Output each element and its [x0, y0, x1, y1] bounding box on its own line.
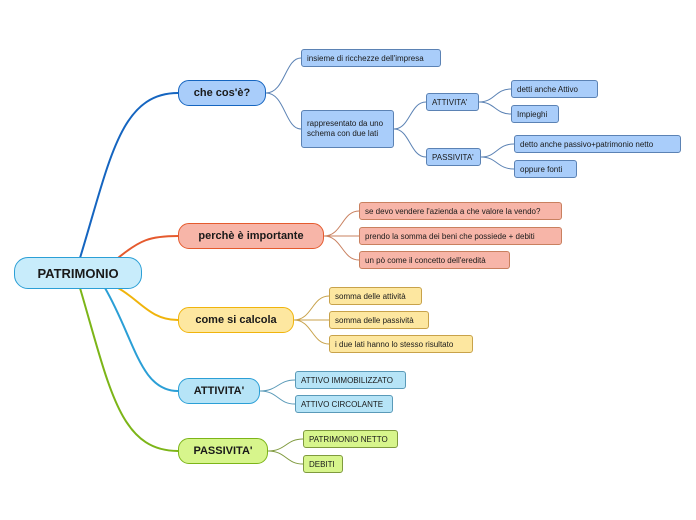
leaf-impieghi[interactable]: Impieghi: [511, 105, 559, 123]
leaf-stesso-risultato[interactable]: i due lati hanno lo stesso risultato: [329, 335, 473, 353]
leaf-label: DEBITI: [309, 459, 335, 469]
leaf-concetto-eredita[interactable]: un pò come il concetto dell'eredità: [359, 251, 510, 269]
leaf-label: insieme di ricchezze dell'impresa: [307, 53, 424, 63]
leaf-label: ATTIVITA': [432, 97, 468, 107]
leaf-patrimonio-netto[interactable]: PATRIMONIO NETTO: [303, 430, 398, 448]
branch-label: come si calcola: [195, 314, 277, 326]
leaf-attivo-circolante[interactable]: ATTIVO CIRCOLANTE: [295, 395, 393, 413]
leaf-label: somma delle passività: [335, 315, 414, 325]
leaf-somma-beni[interactable]: prendo la somma dei beni che possiede + …: [359, 227, 562, 245]
leaf-label: PATRIMONIO NETTO: [309, 434, 388, 444]
branch-attivita[interactable]: ATTIVITA': [178, 378, 260, 404]
leaf-label: un pò come il concetto dell'eredità: [365, 255, 486, 265]
leaf-debiti[interactable]: DEBITI: [303, 455, 343, 473]
leaf-somma-passivita[interactable]: somma delle passività: [329, 311, 429, 329]
leaf-insieme-ricchezze[interactable]: insieme di ricchezze dell'impresa: [301, 49, 441, 67]
leaf-label: detto anche passivo+patrimonio netto: [520, 139, 654, 149]
leaf-somma-attivita[interactable]: somma delle attività: [329, 287, 422, 305]
leaf-rappresentato-schema[interactable]: rappresentato da uno schema con due lati: [301, 110, 394, 148]
leaf-label: detti anche Attivo: [517, 84, 578, 94]
leaf-label: PASSIVITA': [432, 152, 474, 162]
leaf-label: ATTIVO CIRCOLANTE: [301, 399, 384, 409]
branch-label: ATTIVITA': [193, 385, 245, 397]
leaf-label: rappresentato da uno schema con due lati: [307, 119, 384, 138]
leaf-label: somma delle attività: [335, 291, 406, 301]
leaf-detto-anche-passivo[interactable]: detto anche passivo+patrimonio netto: [514, 135, 681, 153]
leaf-label: Impieghi: [517, 109, 548, 119]
leaf-label: oppure fonti: [520, 164, 563, 174]
branch-che-cose[interactable]: che cos'è?: [178, 80, 266, 106]
leaf-passivita[interactable]: PASSIVITA': [426, 148, 481, 166]
branch-perche-importante[interactable]: perchè è importante: [178, 223, 324, 249]
branch-passivita[interactable]: PASSIVITA': [178, 438, 268, 464]
leaf-vendere-azienda[interactable]: se devo vendere l'azienda a che valore l…: [359, 202, 562, 220]
leaf-detti-anche-attivo[interactable]: detti anche Attivo: [511, 80, 598, 98]
leaf-label: se devo vendere l'azienda a che valore l…: [365, 206, 541, 216]
branch-come-si-calcola[interactable]: come si calcola: [178, 307, 294, 333]
leaf-oppure-fonti[interactable]: oppure fonti: [514, 160, 577, 178]
branch-label: perchè è importante: [198, 230, 304, 242]
branch-label: che cos'è?: [193, 87, 251, 99]
leaf-label: i due lati hanno lo stesso risultato: [335, 339, 454, 349]
leaf-label: prendo la somma dei beni che possiede + …: [365, 231, 535, 241]
leaf-attivo-immobilizzato[interactable]: ATTIVO IMMOBILIZZATO: [295, 371, 406, 389]
leaf-label: ATTIVO IMMOBILIZZATO: [301, 375, 394, 385]
branch-label: PASSIVITA': [193, 445, 253, 457]
leaf-attivita[interactable]: ATTIVITA': [426, 93, 479, 111]
root-label: PATRIMONIO: [37, 265, 119, 281]
root-node[interactable]: PATRIMONIO: [14, 257, 142, 289]
